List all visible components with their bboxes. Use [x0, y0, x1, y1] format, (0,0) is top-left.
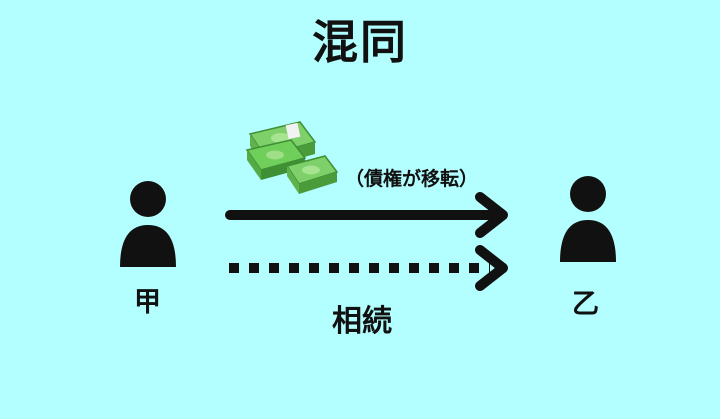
money-bundle-mid: [245, 139, 307, 180]
diagram-title: 混同: [312, 15, 408, 69]
person-label-right: 乙: [572, 289, 599, 320]
solid-arrow: [225, 192, 508, 238]
dotted-arrow: [229, 245, 508, 291]
money-bundle-front: [285, 155, 339, 194]
transfer-note: （債権が移転）: [345, 168, 479, 190]
money-stack-icon: [245, 121, 339, 194]
person-label-left: 甲: [134, 287, 161, 318]
person-icon-left: [120, 181, 176, 267]
person-icon-right: [560, 176, 616, 262]
relation-label: 相続: [332, 304, 392, 339]
